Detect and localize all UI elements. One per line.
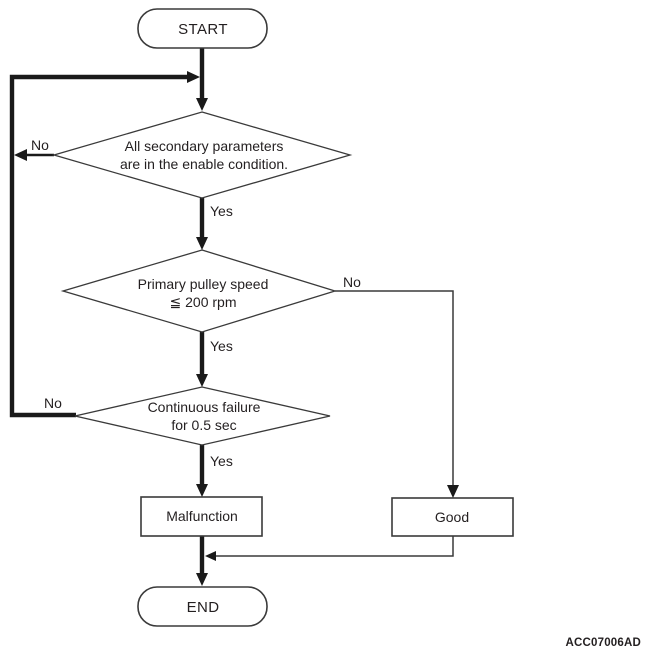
edge-feedback-rail <box>9 74 188 418</box>
flowchart-nodes <box>51 8 514 627</box>
flowchart-arrowheads <box>14 71 459 586</box>
decision1-label-line1: All secondary parameters <box>125 138 284 154</box>
decision1-yes-label: Yes <box>210 203 233 219</box>
decision1-diamond-shape <box>51 111 353 199</box>
flowchart-edges <box>9 48 454 575</box>
arrowhead-decision1-no <box>14 149 27 161</box>
malfunction-box-shape <box>140 496 263 537</box>
arrowhead-into-decision3 <box>196 374 208 387</box>
decision3-label-line1: Continuous failure <box>148 399 261 415</box>
arrowhead-into-malfunction <box>196 484 208 497</box>
figure-code: ACC07006AD <box>565 637 641 649</box>
edge-good-merge <box>216 536 454 557</box>
arrowhead-feedback-into-main <box>187 71 200 83</box>
flowchart-text: START All secondary parameters are in th… <box>31 21 641 649</box>
arrowhead-into-good <box>447 485 459 498</box>
good-box-shape <box>391 497 514 537</box>
decision2-label-line2: ≦ 200 rpm <box>170 294 237 310</box>
malfunction-label: Malfunction <box>166 508 238 524</box>
decision2-yes-label: Yes <box>210 338 233 354</box>
decision2-label-line1: Primary pulley speed <box>138 276 269 292</box>
end-terminator-shape <box>137 586 268 627</box>
arrowhead-good-merge <box>205 551 216 561</box>
decision1-no-label: No <box>31 137 49 153</box>
start-label: START <box>178 21 228 38</box>
arrowhead-into-end <box>196 573 208 586</box>
end-label: END <box>187 599 220 616</box>
decision2-no-label: No <box>343 274 361 290</box>
decision3-no-label: No <box>44 395 62 411</box>
decision3-yes-label: Yes <box>210 453 233 469</box>
decision3-label-line2: for 0.5 sec <box>171 417 236 433</box>
decision1-label-line2: are in the enable condition. <box>120 156 288 172</box>
decision3-diamond-shape <box>74 386 331 446</box>
edge-decision2-no <box>335 290 454 487</box>
arrowhead-into-decision2 <box>196 237 208 250</box>
good-label: Good <box>435 509 469 525</box>
decision2-diamond-shape <box>60 249 338 333</box>
arrowhead-into-decision1 <box>196 98 208 111</box>
start-terminator-shape <box>137 8 268 49</box>
